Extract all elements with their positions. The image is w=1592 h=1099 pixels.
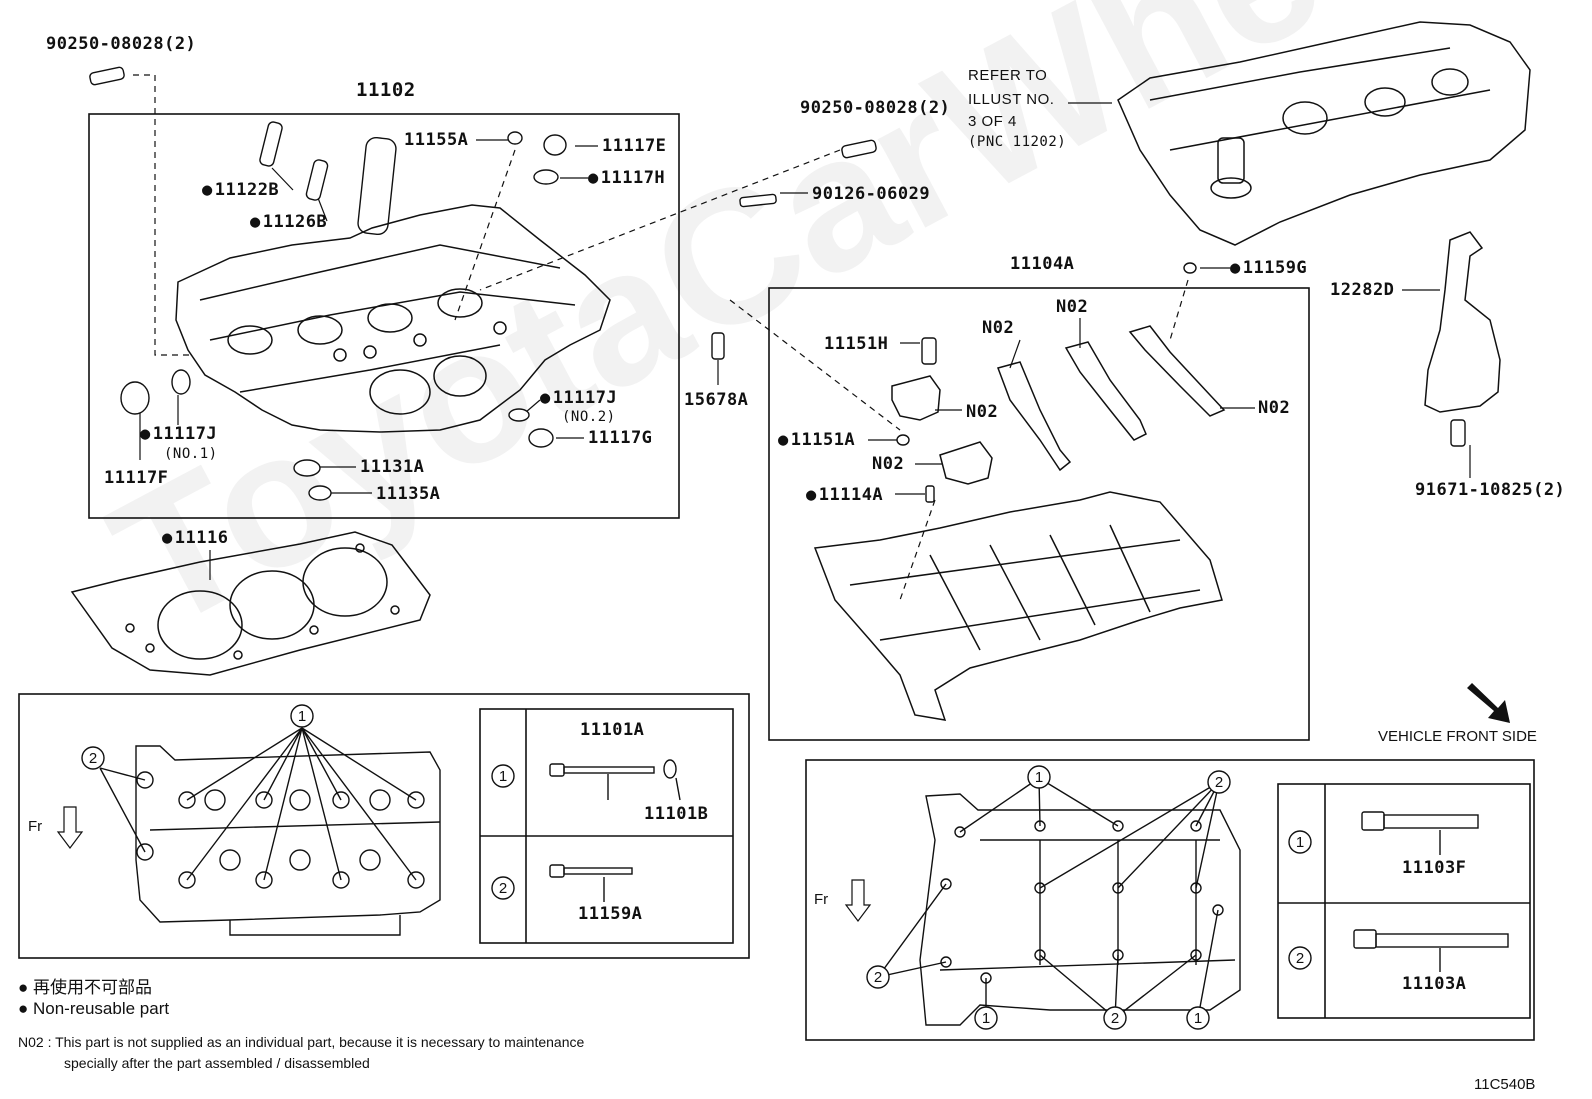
note-n02-line2: specially after the part assembled / dis… xyxy=(64,1055,370,1071)
label-11101A[interactable]: 11101A xyxy=(580,720,645,740)
label-11126B[interactable]: 11126B xyxy=(250,212,327,232)
callout-1-top: 1 xyxy=(298,708,306,725)
label-no1: (NO.1) xyxy=(164,446,218,462)
label-11159A[interactable]: 11159A xyxy=(578,904,643,924)
label-90250-top[interactable]: 90250-08028(2) xyxy=(46,34,197,54)
legend-dot-icon: ● xyxy=(18,978,33,997)
callout-2-right-bottom: 2 xyxy=(1111,1010,1119,1027)
label-11103A[interactable]: 11103A xyxy=(1402,974,1467,994)
label-11159G[interactable]: 11159G xyxy=(1230,258,1307,278)
front-indicator-right: Fr xyxy=(814,891,829,908)
callout-2-left: 2 xyxy=(89,750,97,767)
front-indicator-left: Fr xyxy=(28,818,43,835)
label-n02-b[interactable]: N02 xyxy=(1056,297,1089,317)
label-11122B[interactable]: 11122B xyxy=(202,180,279,200)
callout-1-right-table: 1 xyxy=(1296,834,1304,851)
label-90250-mid[interactable]: 90250-08028(2) xyxy=(800,98,951,118)
label-11117H[interactable]: 11117H xyxy=(588,168,665,188)
vehicle-front-side-label: VEHICLE FRONT SIDE xyxy=(1378,728,1537,745)
callout-1-right-top: 1 xyxy=(1035,769,1043,786)
legend-en: ● Non-reusable part xyxy=(18,999,170,1018)
label-12282D[interactable]: 12282D xyxy=(1330,280,1395,300)
label-n02-e[interactable]: N02 xyxy=(1258,398,1291,418)
callout-1-table: 1 xyxy=(499,768,507,785)
callout-2-right-table: 2 xyxy=(1296,950,1304,967)
label-11155A[interactable]: 11155A xyxy=(404,130,469,150)
callout-1-right-bottom-b: 1 xyxy=(1194,1010,1202,1027)
refer-line3: 3 OF 4 xyxy=(968,113,1017,130)
label-11135A[interactable]: 11135A xyxy=(376,484,441,504)
frame-11102 xyxy=(88,113,680,519)
legend-jp: ● 再使用不可部品 xyxy=(18,978,152,997)
refer-line1: REFER TO xyxy=(968,67,1048,84)
label-11117J-no2[interactable]: 11117J xyxy=(540,388,617,408)
illustration-code: 11C540B xyxy=(1474,1076,1536,1093)
label-11151H[interactable]: 11151H xyxy=(824,334,889,354)
label-90126[interactable]: 90126-06029 xyxy=(812,184,931,204)
frame-11104A xyxy=(768,287,1310,741)
callout-2-right-left: 2 xyxy=(874,969,882,986)
label-11117J-no1[interactable]: 11117J xyxy=(140,424,217,444)
label-11102[interactable]: 11102 xyxy=(356,79,416,101)
label-91671[interactable]: 91671-10825(2) xyxy=(1415,480,1566,500)
label-11103F[interactable]: 11103F xyxy=(1402,858,1467,878)
note-n02-line1: N02 : This part is not supplied as an in… xyxy=(18,1034,585,1050)
label-11117E[interactable]: 11117E xyxy=(602,136,667,156)
bolt-table-left xyxy=(479,708,734,944)
label-11104A[interactable]: 11104A xyxy=(1010,254,1075,274)
refer-line4: (PNC 11202) xyxy=(968,134,1067,150)
label-11151A[interactable]: 11151A xyxy=(778,430,855,450)
label-11117F[interactable]: 11117F xyxy=(104,468,169,488)
bolt-table-right xyxy=(1277,783,1531,1019)
label-11117G[interactable]: 11117G xyxy=(588,428,653,448)
label-11116[interactable]: 11116 xyxy=(162,528,228,548)
label-11101B[interactable]: 11101B xyxy=(644,804,709,824)
label-no2: (NO.2) xyxy=(562,409,616,425)
label-n02-a[interactable]: N02 xyxy=(982,318,1015,338)
callout-2-table: 2 xyxy=(499,880,507,897)
label-15678A[interactable]: 15678A xyxy=(684,390,749,410)
label-n02-d[interactable]: N02 xyxy=(872,454,905,474)
label-n02-c[interactable]: N02 xyxy=(966,402,999,422)
callout-1-right-bottom-a: 1 xyxy=(982,1010,990,1027)
label-11131A[interactable]: 11131A xyxy=(360,457,425,477)
detail-frame-left xyxy=(18,693,750,959)
legend-dot-icon: ● xyxy=(18,999,33,1018)
refer-line2: ILLUST NO. xyxy=(968,91,1055,108)
detail-frame-right xyxy=(805,759,1535,1041)
label-11114A[interactable]: 11114A xyxy=(806,485,883,505)
callout-2-right-top: 2 xyxy=(1215,774,1223,791)
